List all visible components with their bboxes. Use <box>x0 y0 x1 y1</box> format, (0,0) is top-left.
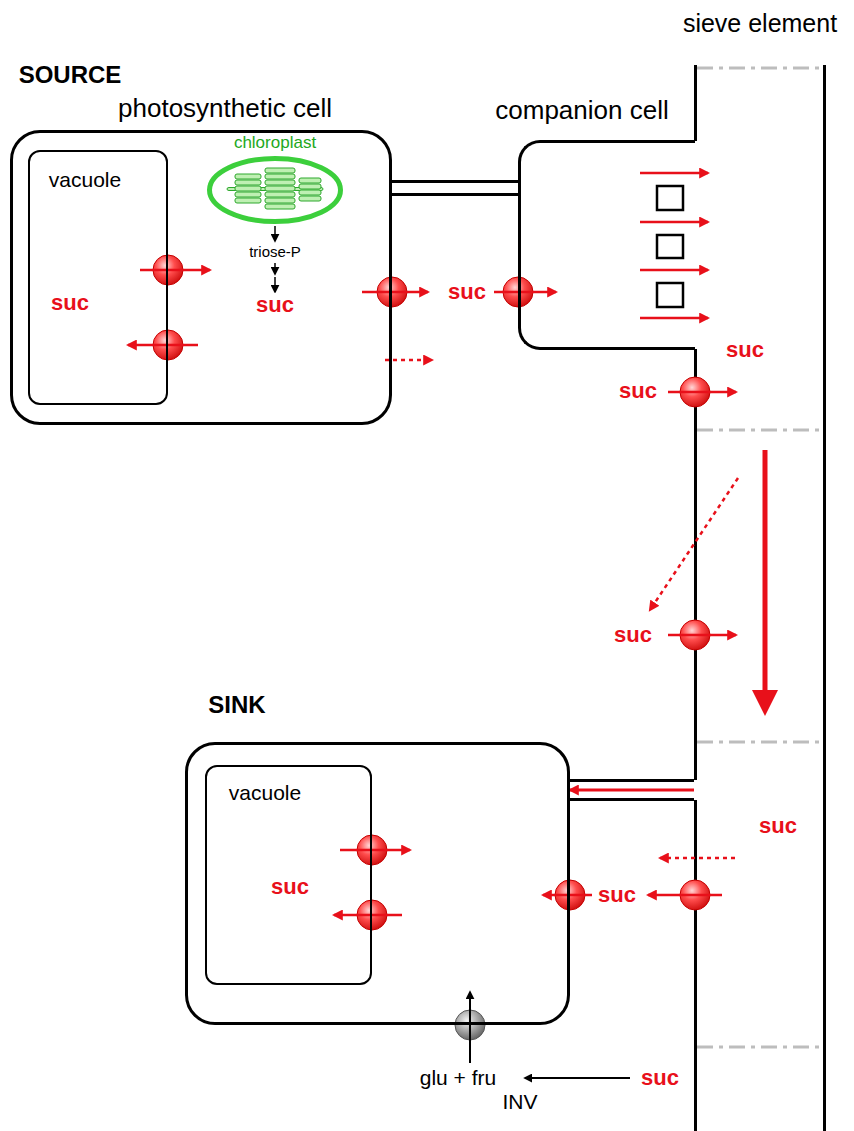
thylakoid-symbol <box>235 174 261 179</box>
transport-arrow <box>334 914 402 917</box>
transport-arrow <box>640 317 708 320</box>
thylakoid-symbol <box>299 184 321 189</box>
sieve-element-band: sieve elementsucsuc <box>694 65 826 1131</box>
thylakoid-symbol <box>265 186 295 191</box>
companion-cell-box: companion cell <box>518 140 695 350</box>
metabolite-label: glu + fru <box>418 1066 498 1089</box>
pathway-arrow <box>274 277 276 292</box>
vacuole-label: vacuole <box>47 168 123 191</box>
sucrose-label: suc <box>617 379 659 403</box>
sucrose-label: suc <box>724 338 766 362</box>
transport-arrow <box>494 291 556 294</box>
sucrose-label: suc <box>49 291 91 315</box>
sieve-plate <box>697 741 823 744</box>
sucrose-label: suc <box>612 623 654 647</box>
wall-segment <box>657 186 683 210</box>
region-title: SOURCE <box>17 62 124 88</box>
cell-box: vacuolesucchloroplastphotosynthetic cell… <box>10 130 392 425</box>
wall-segment <box>657 235 683 258</box>
cell-title: photosynthetic cell <box>116 94 334 123</box>
sucrose-label: suc <box>446 280 488 304</box>
vacuole-box: vacuole suc <box>28 150 168 405</box>
flow-arrow <box>763 450 768 692</box>
region-title: SINK <box>206 692 267 718</box>
thylakoid-symbol <box>235 180 261 185</box>
sucrose-label: suc <box>639 1066 681 1090</box>
chloroplast-ellipse: chloroplast <box>207 156 343 224</box>
thylakoid-symbol <box>235 192 261 197</box>
thylakoid-symbol <box>265 174 295 179</box>
invertase-arrow <box>525 1077 630 1079</box>
cell-title: companion cell <box>493 96 670 125</box>
thylakoid-symbol <box>235 186 261 191</box>
cell-title: sieve element <box>681 10 839 38</box>
vacuole-label: vacuole <box>227 781 303 804</box>
sieve-wall <box>694 349 697 780</box>
channel-lumen <box>570 782 694 798</box>
thylakoid-symbol <box>265 180 295 185</box>
transport-arrow <box>340 849 410 852</box>
transport-arrow <box>648 894 722 897</box>
sucrose-label: suc <box>757 814 799 838</box>
sieve-plate <box>697 1046 823 1049</box>
chloroplast-outline <box>207 156 343 224</box>
organelle-label: chloroplast <box>232 134 318 153</box>
thylakoid-symbol <box>299 178 321 183</box>
transport-arrow <box>640 269 708 272</box>
pathway-arrow <box>274 263 276 274</box>
cell-box: vacuolesucSINK <box>185 742 570 1025</box>
thylakoid-symbol <box>299 196 321 201</box>
transport-arrow <box>668 634 736 637</box>
flow-arrow-head <box>752 690 778 716</box>
transport-arrow <box>362 291 428 294</box>
channel-lumen <box>392 183 518 193</box>
sieve-wall <box>694 800 697 1131</box>
sucrose-label: suc <box>254 293 296 317</box>
thylakoid-symbol <box>299 190 321 195</box>
thylakoid-symbol <box>265 204 295 209</box>
plasmodesma-connector <box>392 180 518 196</box>
transport-arrow <box>640 172 708 175</box>
thylakoid-symbol <box>265 198 295 203</box>
symplastic-flow-arrow <box>570 789 694 792</box>
plasmodesma-channel <box>570 779 694 801</box>
metabolite-label: triose-P <box>247 244 303 261</box>
transport-arrow <box>128 344 198 347</box>
sieve-plate <box>697 429 823 432</box>
thylakoid-symbol <box>235 198 261 203</box>
diffusion-arrow <box>660 857 735 860</box>
transport-arrow <box>640 221 708 224</box>
sieve-wall <box>694 65 697 141</box>
diffusion-arrow <box>385 359 432 362</box>
pathway-arrow <box>274 226 276 241</box>
vacuole-box: vacuole suc <box>205 765 372 985</box>
transport-arrow <box>668 391 736 394</box>
sieve-plate <box>697 67 823 70</box>
uptake-arrow <box>469 992 471 1063</box>
diffusion-arrow <box>650 478 738 610</box>
chloroplast-envelope <box>210 159 341 222</box>
transport-arrow <box>140 269 210 272</box>
thylakoid-symbol <box>265 192 295 197</box>
wall-segment <box>657 283 683 307</box>
sucrose-label: suc <box>269 875 311 899</box>
sucrose-label: suc <box>596 883 638 907</box>
thylakoid-symbol <box>265 168 295 173</box>
metabolite-label: INV <box>500 1090 539 1113</box>
